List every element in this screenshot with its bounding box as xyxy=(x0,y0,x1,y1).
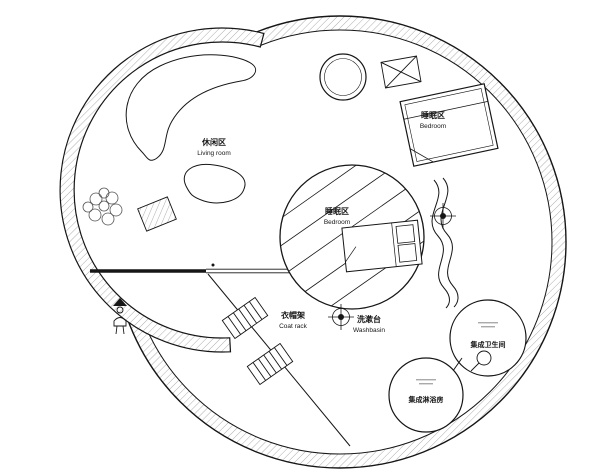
shower-pod-spec-line-1 xyxy=(416,379,436,381)
washbasin-label-zh: 洗漱台 xyxy=(357,314,381,324)
top-items xyxy=(319,53,422,101)
curved-sofa xyxy=(125,54,256,161)
labels: 休闲区 Living room 睡眠区 Bedroom 睡眠区 Bedroom … xyxy=(197,110,446,334)
coat-rack-1 xyxy=(221,296,269,340)
coat-rack-label-en: Coat rack xyxy=(279,323,308,330)
wall-dot xyxy=(211,263,215,267)
bedroom-center-room xyxy=(279,164,425,310)
coat-rack-label-zh: 衣帽架 xyxy=(281,310,305,320)
living-room-furniture xyxy=(82,54,256,232)
bedroom-upper-label-en: Bedroom xyxy=(420,123,446,130)
left-wing-wall-ring xyxy=(59,27,265,353)
round-table-inner xyxy=(324,58,362,96)
bathroom-pod-spec-line-1 xyxy=(478,322,498,324)
bedroom-center-label-en: Bedroom xyxy=(324,219,350,226)
bed-center xyxy=(341,219,423,273)
fixture-crosshair-icon-2 xyxy=(328,304,354,330)
bed-upper-pillow-line xyxy=(403,100,489,120)
x-marker-icon xyxy=(380,55,422,89)
round-table xyxy=(319,53,367,101)
shower-pod: 集成淋浴房 xyxy=(388,357,464,433)
plant-icon xyxy=(82,187,123,226)
bed-upper-mattress xyxy=(404,88,494,162)
bathroom-pod: 集成卫生间 xyxy=(449,299,527,377)
shower-pod-spec-line-2 xyxy=(419,383,433,385)
shower-pod-wall xyxy=(388,357,464,433)
living-room-label-zh: 休闲区 xyxy=(201,137,226,147)
bathroom-pod-label: 集成卫生间 xyxy=(470,340,506,349)
coffee-table xyxy=(183,163,246,204)
entry-figure-icon xyxy=(113,298,127,335)
bedroom-upper-label-zh: 睡眠区 xyxy=(421,110,445,120)
bathroom-pod-spec-line-2 xyxy=(481,326,495,328)
bathroom-pod-wall xyxy=(449,299,527,377)
wavy-partition xyxy=(431,177,459,309)
bedroom-center-label-zh: 睡眠区 xyxy=(325,206,349,216)
side-table xyxy=(137,196,177,232)
bed-upper-fold xyxy=(409,148,434,163)
coat-rack-2 xyxy=(246,342,294,386)
bedroom-upper-furniture xyxy=(399,83,499,167)
shower-pod-label: 集成淋浴房 xyxy=(408,395,444,404)
washbasin-label-en: Washbasin xyxy=(353,327,385,334)
living-room-label-en: Living room xyxy=(197,150,231,157)
basin-icon xyxy=(470,350,492,372)
